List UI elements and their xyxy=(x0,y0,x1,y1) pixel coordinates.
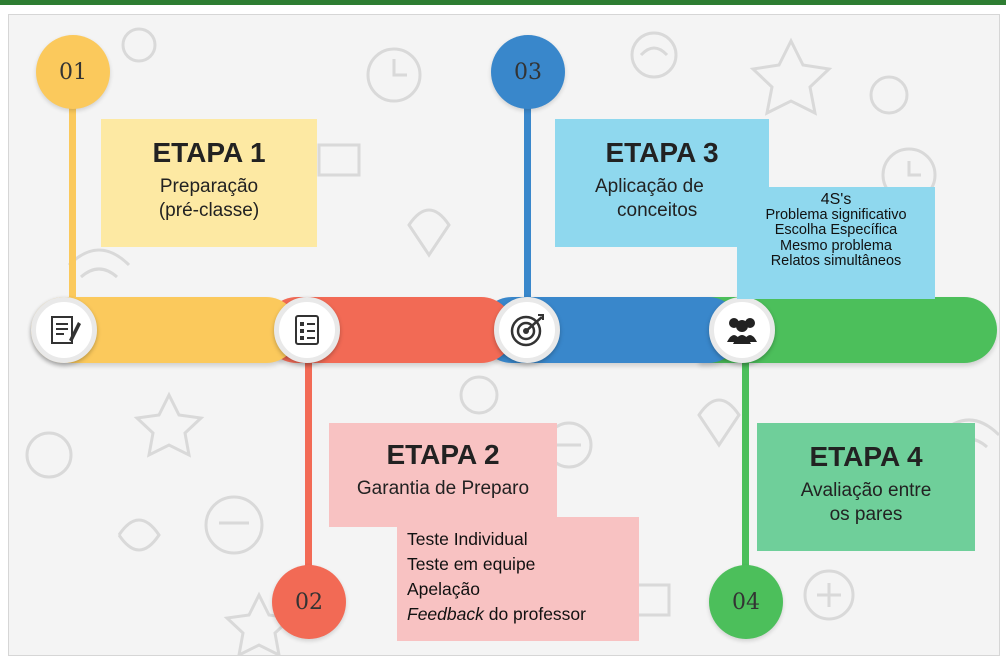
stem-3 xyxy=(524,95,531,305)
step-3-number: 03 xyxy=(491,35,565,109)
target-arrow-icon xyxy=(510,314,544,347)
step-4-box: ETAPA 4 Avaliação entre os pares xyxy=(757,423,975,551)
step-3-detail-3: Escolha Específica xyxy=(774,222,898,238)
step-1-box: ETAPA 1 Preparação (pré-classe) xyxy=(101,119,317,247)
step-3-subtitle-line-2: conceitos xyxy=(617,200,698,221)
step-4-number: 04 xyxy=(709,565,783,639)
step-4-subtitle-line-2: os pares xyxy=(829,504,903,525)
step-3-subtitle-line-1: Aplicação de xyxy=(595,176,704,197)
step-2-detail-4-emphasis: Feedback xyxy=(407,604,484,624)
step-4-badge xyxy=(709,297,775,363)
step-3-badge xyxy=(494,297,560,363)
step-2-badge xyxy=(274,297,340,363)
step-2-subtitle: Garantia de Preparo xyxy=(356,478,530,499)
stem-4 xyxy=(742,355,749,585)
step-2-detail-4-rest: do professor xyxy=(483,604,586,624)
step-2-detail-3: Apelação xyxy=(407,579,480,599)
step-3-box: ETAPA 3 Aplicação de conceitos xyxy=(555,119,769,247)
step-2-number: 02 xyxy=(272,565,346,639)
step-1-subtitle-line-1: Preparação xyxy=(159,176,259,197)
step-3-detail-5: Relatos simultâneos xyxy=(770,253,902,269)
group-people-icon xyxy=(727,318,757,344)
step-2-title: ETAPA 2 xyxy=(386,439,500,470)
step-3-title: ETAPA 3 xyxy=(605,137,719,168)
stem-1 xyxy=(69,95,76,305)
step-2-detail-4: Feedback do professor xyxy=(407,602,639,627)
step-1-title: ETAPA 1 xyxy=(152,137,266,168)
step-4-subtitle-line-1: Avaliação entre xyxy=(800,480,932,501)
stem-2 xyxy=(305,355,312,595)
step-3-details: 4S's Problema significativo Escolha Espe… xyxy=(737,187,935,299)
step-4-title: ETAPA 4 xyxy=(809,441,923,472)
diagram-canvas: 01 02 03 04 xyxy=(8,14,1000,656)
top-border xyxy=(0,0,1006,5)
checklist-icon xyxy=(295,315,319,345)
step-2-box: ETAPA 2 Garantia de Preparo xyxy=(329,423,557,527)
notepad-pencil-icon xyxy=(51,316,81,344)
step-3-detail-2: Problema significativo xyxy=(765,206,907,223)
step-1-number: 01 xyxy=(36,35,110,109)
step-3-detail-4: Mesmo problema xyxy=(779,237,892,254)
step-2-details: Teste Individual Teste em equipe Apelaçã… xyxy=(397,517,639,641)
step-1-badge xyxy=(31,297,97,363)
step-3-detail-1: 4S's xyxy=(820,191,852,208)
step-1-subtitle-line-2: (pré-classe) xyxy=(158,200,260,221)
step-2-detail-2: Teste em equipe xyxy=(407,554,536,574)
step-2-detail-1: Teste Individual xyxy=(407,529,528,549)
